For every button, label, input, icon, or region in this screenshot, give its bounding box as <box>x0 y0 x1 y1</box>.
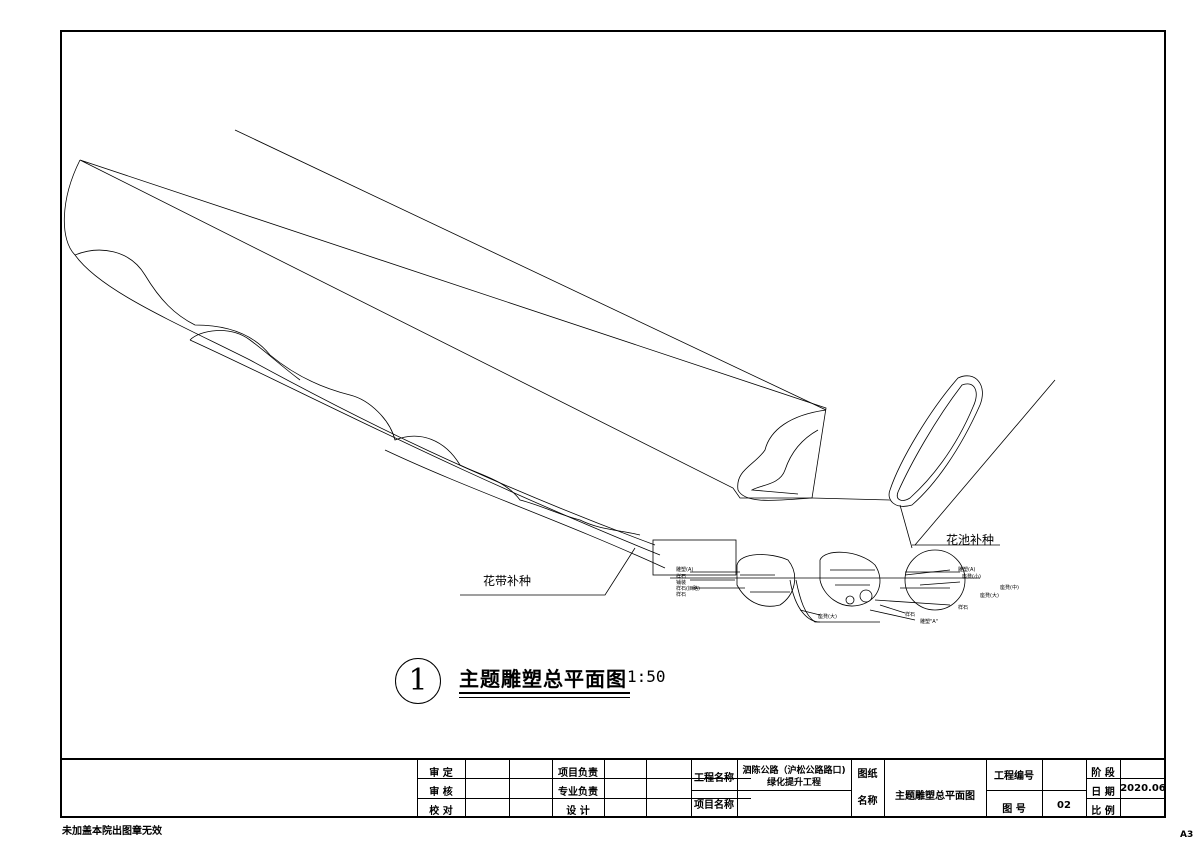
note-3: 铺装 <box>676 580 687 586</box>
drawing-title: 主题雕塑总平面图 <box>459 667 627 691</box>
flower-bed-right-inner <box>896 383 977 501</box>
road-edge-right <box>914 379 1056 546</box>
note-9: 座凳(大) <box>980 593 999 599</box>
tb-project-no-label: 工程编号 <box>994 771 1034 782</box>
note-11: 样石 <box>958 605 969 611</box>
tb-item-name-label: 项目名称 <box>694 800 734 811</box>
flower-bed-right <box>888 375 983 507</box>
plaza-path <box>795 579 880 623</box>
title-underline-thin <box>459 697 630 698</box>
flower-bed-left <box>737 409 827 501</box>
tb-drawing-name: 主题雕塑总平面图 <box>895 791 975 802</box>
tb-check: 审 核 <box>429 787 453 798</box>
note-4: 样石(旧路) <box>676 586 700 592</box>
note-2: 样石 <box>676 574 687 580</box>
tb-drawing-no-label: 图 号 <box>1002 804 1026 815</box>
blob-1 <box>736 554 796 607</box>
note-8: 座凳(中) <box>1000 585 1019 591</box>
note-13: 雕塑"A" <box>920 619 939 625</box>
label-flower-strip: 花带补种 <box>483 574 532 588</box>
circle-small-1 <box>859 589 873 603</box>
tb-project-name-value: 泗陈公路（沪松公路路口)绿化提升工程 <box>742 766 846 788</box>
note-7: 座凳(小) <box>962 574 981 580</box>
title-block: 审 定 审 核 校 对 项目负责 专业负责 设 计 工程名称 泗陈公路（沪松公路… <box>60 760 1166 818</box>
plaza-path-2 <box>789 579 821 623</box>
note-5: 样石 <box>676 592 687 598</box>
road-edge-top <box>234 129 827 411</box>
tb-date: 2020.06 <box>1120 783 1166 794</box>
leader-flower-strip <box>460 547 636 596</box>
circle-small-2 <box>845 595 855 605</box>
road-edge-outline <box>79 159 827 499</box>
note-1: 雕塑(A) <box>676 567 694 573</box>
tb-review: 审 定 <box>429 768 453 779</box>
drawing-number-circle: 1 <box>395 658 441 704</box>
belt-lobe <box>189 330 301 381</box>
plinth-rect <box>652 539 737 576</box>
flower-bed-left-inner <box>750 429 819 495</box>
circle-right <box>904 549 966 611</box>
note-6: 雕塑(A) <box>958 567 976 573</box>
tb-project-name-label: 工程名称 <box>694 773 734 784</box>
bed-stem <box>899 504 913 549</box>
tb-date-label: 日 期 <box>1091 787 1115 798</box>
tb-discipline-lead: 专业负责 <box>558 787 598 798</box>
label-flower-bed: 花池补种 <box>946 533 995 547</box>
tb-proof: 校 对 <box>429 806 453 817</box>
blob-2 <box>819 551 881 607</box>
tb-drawing-no: 02 <box>1057 800 1071 811</box>
tb-design: 设 计 <box>566 806 590 817</box>
tb-drawing-label-1: 图纸 <box>857 769 878 780</box>
tb-scale-label: 比 例 <box>1091 806 1115 817</box>
connector-line <box>811 497 891 501</box>
green-belt-line-3 <box>384 449 666 569</box>
green-belt-inner <box>74 249 641 536</box>
green-belt-line-2 <box>189 339 661 556</box>
tb-project-lead: 项目负责 <box>558 768 598 779</box>
note-12: 样石 <box>905 612 916 618</box>
note-10: 座凳(大) <box>818 614 837 620</box>
leader-lines-small <box>690 569 961 621</box>
plaza-bar-1 <box>740 569 960 593</box>
tb-drawing-label-2: 名称 <box>857 796 878 807</box>
drawing-frame <box>60 30 1166 760</box>
green-belt-outer <box>63 159 656 546</box>
paper-size: A3 <box>1180 830 1194 840</box>
drawing-scale: 1:50 <box>627 667 666 686</box>
tb-stage-label: 阶 段 <box>1091 768 1115 779</box>
footer-stamp-note: 未加盖本院出图章无效 <box>62 826 162 837</box>
title-underline-thick <box>459 692 630 694</box>
